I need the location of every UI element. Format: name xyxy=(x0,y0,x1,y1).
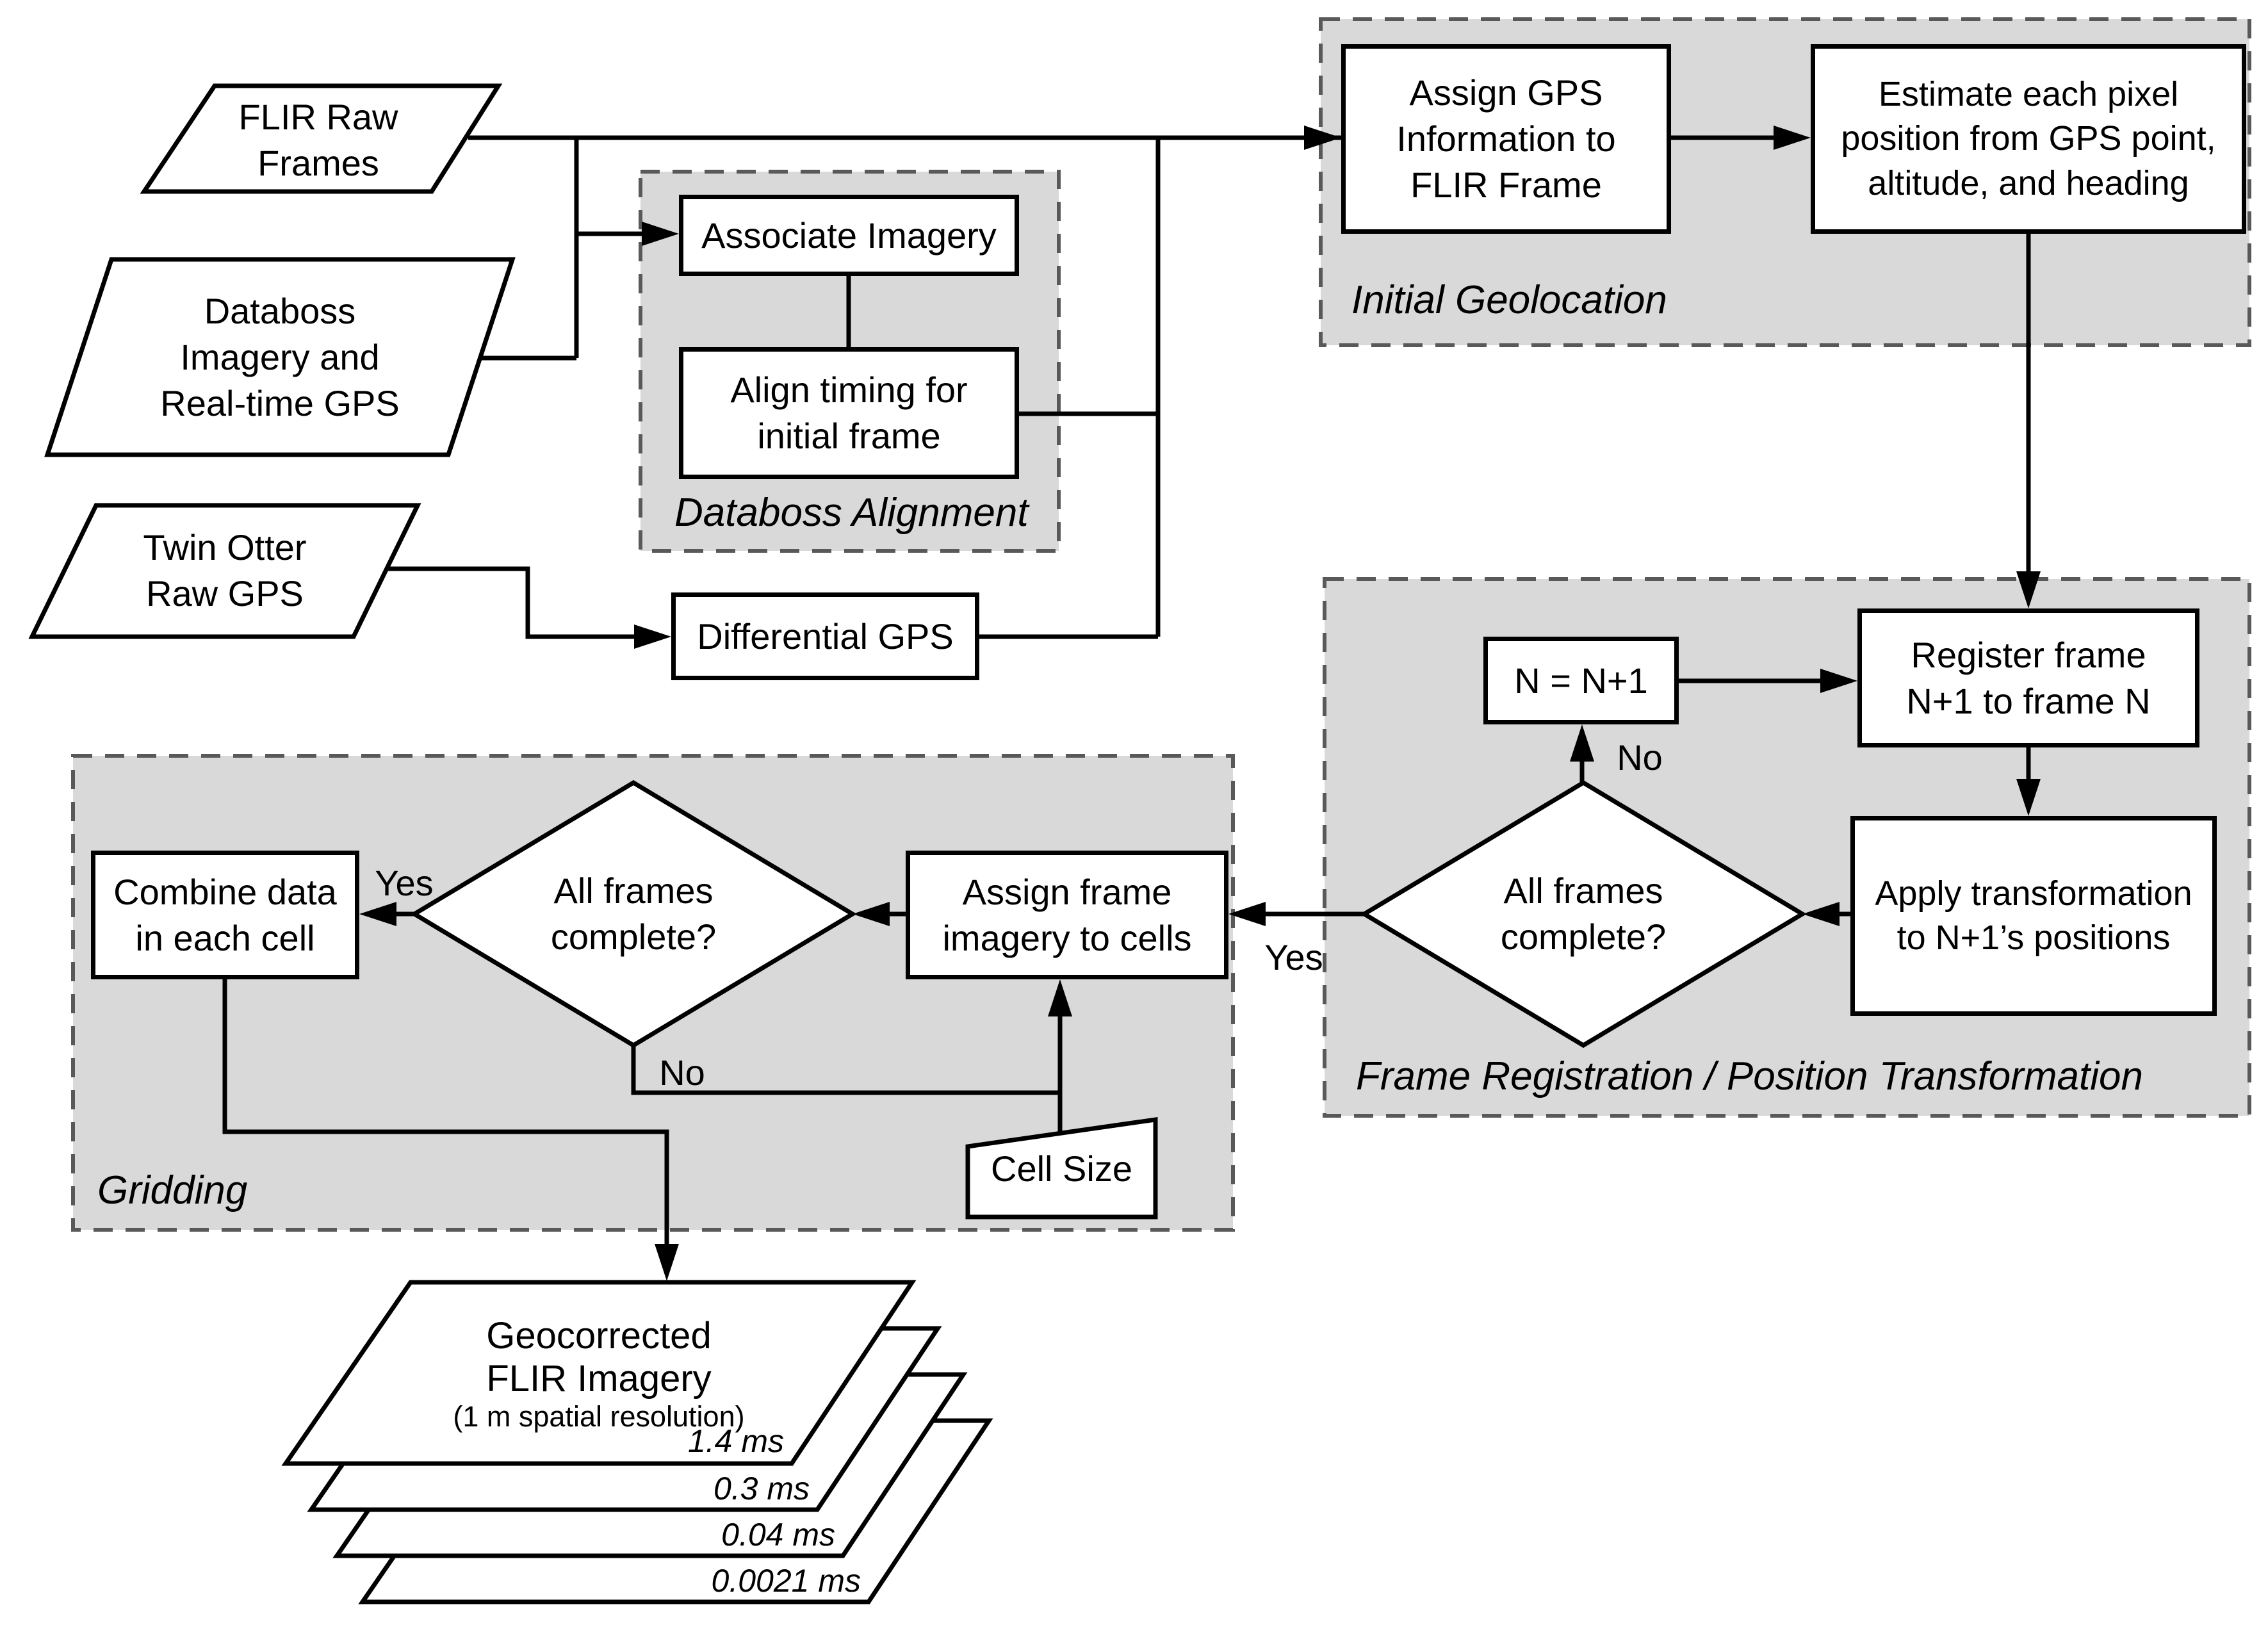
shape-stack-sheet-1 xyxy=(281,1280,917,1466)
label-no-frame-registration: No xyxy=(1617,737,1663,778)
label-yes-frame-registration: Yes xyxy=(1264,936,1323,977)
arrowhead-into-stack xyxy=(655,1244,679,1281)
label-layer-4: 0.0021 ms xyxy=(711,1563,861,1599)
node-register-frame: Register frame N+1 to frame N xyxy=(1857,608,2199,747)
label-flir-raw-frames: FLIR Raw Frames xyxy=(238,97,398,183)
arrowhead-into-assigngps xyxy=(1304,126,1341,150)
shape-databoss-imagery xyxy=(44,257,516,457)
label-layer-3: 0.04 ms xyxy=(721,1517,835,1553)
edge-decision-no-loop xyxy=(631,995,1063,1095)
label-databoss-imagery: Databoss Imagery and Real-time GPS xyxy=(160,291,400,423)
label-twin-otter: Twin Otter Raw GPS xyxy=(143,527,307,614)
arrowhead-into-diffgps xyxy=(634,624,671,649)
label-layer-2: 0.3 ms xyxy=(713,1471,810,1506)
label-yes-gridding: Yes xyxy=(375,862,434,903)
shape-twin-otter-gps xyxy=(28,503,421,639)
label-layer-1: 1.4 ms xyxy=(687,1423,784,1459)
arrowhead-into-combine xyxy=(359,902,396,926)
label-group-gridding: Gridding xyxy=(97,1168,248,1212)
shape-cell-size xyxy=(965,1116,1158,1220)
shape-gridding-decision-diamond xyxy=(410,779,857,1049)
label-frame-registration-decision: All frames complete? xyxy=(1500,870,1667,957)
node-associate-imagery: Associate Imagery xyxy=(679,195,1019,276)
node-assign-gps: Assign GPS Information to FLIR Frame xyxy=(1341,44,1671,234)
arrowhead-into-right-diamond xyxy=(1802,902,1840,926)
shape-flir-raw-frames xyxy=(140,83,503,194)
node-combine-data: Combine data in each cell xyxy=(91,851,359,979)
label-group-databoss-alignment: Databoss Alignment xyxy=(674,491,1029,535)
arrowhead-into-register-left xyxy=(1820,669,1857,693)
arrowhead-into-associate xyxy=(642,222,679,246)
node-assign-cells: Assign frame imagery to cells xyxy=(906,851,1228,979)
arrowhead-into-estimate xyxy=(1774,126,1811,150)
arrowhead-into-assigncells-bottom xyxy=(1048,979,1072,1016)
node-estimate-pixel: Estimate each pixel position from GPS po… xyxy=(1811,44,2246,234)
label-cell-size: Cell Size xyxy=(991,1148,1132,1189)
label-stack-title: Geocorrected FLIR Imagery xyxy=(486,1315,712,1399)
node-increment: N = N+1 xyxy=(1483,637,1679,724)
arrowhead-into-left-diamond xyxy=(853,902,890,926)
node-align-timing: Align timing for initial frame xyxy=(679,347,1019,479)
label-group-initial-geolocation: Initial Geolocation xyxy=(1351,278,1667,322)
node-apply-transformation: Apply transformation to N+1’s positions xyxy=(1850,816,2217,1016)
label-no-gridding: No xyxy=(659,1052,705,1093)
arrowhead-into-apply xyxy=(2016,779,2041,816)
edge-combine-to-stack xyxy=(222,979,669,1265)
arrowhead-into-register-top xyxy=(2016,571,2041,608)
label-stack-subtitle: (1 m spatial resolution) xyxy=(453,1400,745,1433)
shape-frame-registration-decision-diamond xyxy=(1360,779,1807,1049)
node-differential-gps: Differential GPS xyxy=(671,592,979,680)
edge-twinotter-to-diffgps xyxy=(387,566,655,639)
arrowhead-into-assigncells-right xyxy=(1228,902,1266,926)
label-group-frame-registration: Frame Registration / Position Transforma… xyxy=(1356,1054,2143,1098)
label-gridding-decision: All frames complete? xyxy=(550,870,717,957)
arrowhead-into-increment xyxy=(1570,724,1594,762)
